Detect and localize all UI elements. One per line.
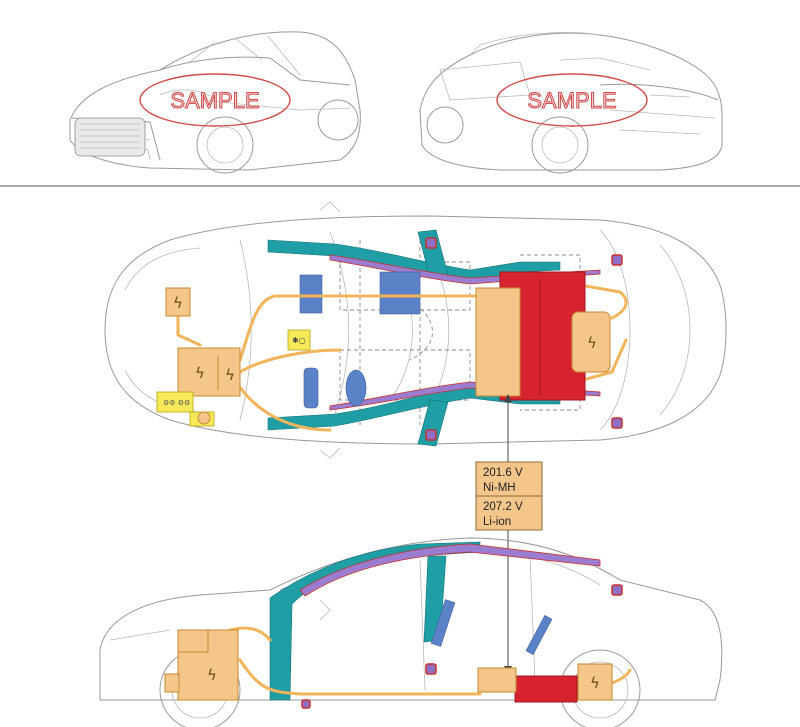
- svg-text:ϟ: ϟ: [195, 364, 205, 382]
- svg-text:ϟ: ϟ: [173, 294, 183, 312]
- battery-label-nimh: [475, 461, 543, 497]
- top-view-hv-components: ϟ ϟ ϟ ϟ ⚙⚙ ⚙⚙ ✱○: [156, 271, 611, 427]
- sensor-module: [287, 329, 311, 351]
- side-view-reinforcements: [269, 541, 601, 701]
- svg-text:SAMPLE: SAMPLE: [170, 88, 259, 113]
- sample-watermark-right: SAMPLE: [496, 73, 648, 127]
- top-view-airbags: [299, 271, 421, 409]
- svg-text:✱○: ✱○: [292, 336, 306, 345]
- airbag-driver-knee: [299, 274, 323, 314]
- 12v-battery: [156, 391, 194, 413]
- side-view-gas-struts: [301, 584, 623, 709]
- airbag-center: [345, 369, 367, 407]
- side-view-hv-components: ϟ ϟ: [164, 629, 613, 703]
- airbag-passenger: [379, 271, 421, 315]
- rear-three-quarter-view: [419, 32, 723, 174]
- hv-inverter: [177, 347, 241, 397]
- svg-text:⚙⚙ ⚙⚙: ⚙⚙ ⚙⚙: [163, 399, 190, 407]
- svg-text:ϟ: ϟ: [207, 666, 217, 684]
- svg-text:Li-ion: Li-ion: [483, 516, 511, 528]
- svg-text:ϟ: ϟ: [587, 334, 597, 352]
- svg-text:Ni-MH: Ni-MH: [483, 482, 516, 494]
- hv-junction-box-top: [475, 287, 521, 397]
- side-airbag-rear: [525, 615, 553, 655]
- side-airbag-curtain: [430, 599, 456, 647]
- airbag-side: [303, 367, 319, 409]
- top-view-gas-struts: [425, 237, 623, 441]
- hv-component-small: [165, 287, 191, 317]
- side-hv-junction: [477, 667, 517, 693]
- hv-rear-component: [571, 311, 611, 373]
- svg-text:ϟ: ϟ: [590, 674, 600, 692]
- battery-info-label: 201.6 V Ni-MH 207.2 V Li-ion: [475, 394, 543, 674]
- side-hv-rear: [577, 663, 613, 701]
- battery-label-liion: [475, 495, 543, 531]
- side-hv-battery-red: [514, 675, 578, 703]
- svg-text:ϟ: ϟ: [225, 366, 235, 384]
- svg-text:207.2 V: 207.2 V: [483, 501, 523, 513]
- sample-watermark-left: SAMPLE: [139, 73, 291, 127]
- svg-text:SAMPLE: SAMPLE: [527, 88, 616, 113]
- top-view-hv-wiring: [176, 283, 628, 432]
- front-three-quarter-view: [69, 31, 361, 174]
- svg-text:201.6 V: 201.6 V: [483, 467, 523, 479]
